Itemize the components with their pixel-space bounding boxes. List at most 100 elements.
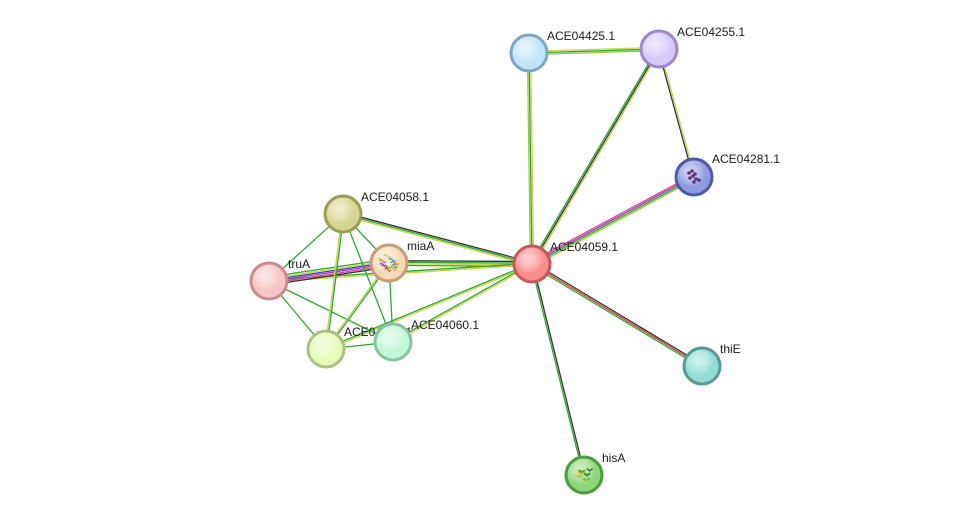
- node-border: [369, 243, 409, 283]
- edge-strand: [532, 177, 695, 266]
- edge-miaa-ace04059-1[interactable]: [388, 259, 533, 268]
- node-hisa[interactable]: hisA: [564, 451, 625, 495]
- edge-strand: [268, 261, 389, 281]
- node-label: ACE04281.1: [712, 152, 780, 166]
- edge-ace04425-1-ace04255-1[interactable]: [528, 46, 660, 56]
- edge-ace04057-1-ace04059-1[interactable]: [325, 262, 533, 351]
- structure-blob: [694, 177, 698, 181]
- edge-strand: [268, 258, 389, 278]
- structure-blob: [688, 176, 692, 180]
- structure-helix: [384, 267, 392, 272]
- edge-strand: [342, 214, 532, 267]
- edge-strand: [326, 264, 533, 351]
- protein-structure-icon: [574, 468, 594, 482]
- node-ace04255-1[interactable]: ACE04255.1: [639, 25, 745, 69]
- node-shine: [641, 31, 677, 67]
- edge-strand: [269, 263, 390, 283]
- edge-strand: [529, 49, 660, 56]
- node-label: truA: [288, 257, 310, 271]
- edge-strand: [325, 262, 532, 349]
- edge-ace04425-1-ace04059-1[interactable]: [526, 52, 535, 265]
- node-border: [249, 261, 289, 301]
- edge-strand: [530, 174, 694, 263]
- node-trua[interactable]: truA: [249, 257, 310, 301]
- structure-helix: [392, 261, 400, 266]
- node-miaa[interactable]: miaA: [369, 239, 434, 283]
- node-shine: [375, 324, 411, 360]
- edge-strand: [657, 49, 694, 178]
- edge-strand: [531, 263, 703, 367]
- edge-strand: [659, 48, 696, 177]
- node-shine: [511, 35, 547, 71]
- node-border: [323, 194, 363, 234]
- structure-strand: [574, 474, 581, 478]
- structure-strand: [583, 473, 591, 477]
- node-ace04425-1[interactable]: ACE04425.1: [509, 29, 615, 73]
- protein-structure-icon: [377, 254, 400, 272]
- edge-trua-miaa[interactable]: [268, 258, 390, 286]
- node-border: [306, 329, 346, 369]
- node-shine: [308, 331, 344, 367]
- edge-strand: [343, 211, 533, 264]
- edge-strand: [532, 263, 586, 475]
- protein-structure-icon: [687, 169, 701, 184]
- structure-blob: [691, 174, 695, 178]
- edge-strand: [526, 53, 532, 265]
- node-shine: [325, 196, 361, 232]
- node-border: [373, 322, 413, 362]
- node-label: miaA: [407, 239, 434, 253]
- node-border: [682, 346, 722, 386]
- structure-helix: [383, 254, 391, 259]
- structure-strand: [577, 471, 585, 475]
- edge-strand: [528, 52, 533, 265]
- structure-helix: [390, 264, 399, 269]
- edge-strand: [531, 48, 660, 265]
- edge-ace04281-1-ace04059-1[interactable]: [530, 174, 696, 267]
- edge-ace04059-1-hisa[interactable]: [530, 263, 586, 476]
- structure-strand: [577, 469, 585, 474]
- node-thie[interactable]: thiE: [682, 342, 741, 386]
- node-label: ACE04060.1: [411, 318, 479, 332]
- node-label: thiE: [720, 342, 741, 356]
- edge-strand: [392, 262, 532, 342]
- structure-helix: [389, 266, 397, 271]
- node-ace04060-1[interactable]: ACE04060.1: [373, 318, 479, 362]
- edge-strand: [326, 214, 345, 350]
- edge-strand: [530, 47, 659, 264]
- node-ace04281-1[interactable]: ACE04281.1: [674, 152, 780, 197]
- edge-strand: [389, 261, 533, 264]
- node-label: ACE04059.1: [550, 240, 618, 254]
- structure-blob: [690, 169, 694, 173]
- edge-strand: [528, 48, 660, 54]
- node-border: [564, 455, 604, 495]
- node-border: [512, 244, 552, 284]
- edge-strand: [269, 264, 390, 285]
- edge-ace04255-1-ace04281-1[interactable]: [657, 48, 696, 178]
- edge-strand: [530, 264, 584, 476]
- edge-strand: [532, 178, 696, 267]
- edge-ace04058-1-ace04059-1[interactable]: [342, 211, 533, 267]
- structure-blob: [697, 178, 701, 182]
- edge-strand: [530, 264, 702, 368]
- node-ace04059-1[interactable]: ACE04059.1: [512, 240, 618, 284]
- node-shine: [566, 457, 602, 493]
- edge-ace04255-1-ace04059-1[interactable]: [530, 47, 661, 266]
- edge-strand: [532, 262, 704, 366]
- node-shine: [371, 245, 407, 281]
- edge-strand: [528, 46, 659, 53]
- edge-ace04058-1-ace04057-1[interactable]: [324, 213, 345, 350]
- node-label: ACE04058.1: [361, 190, 429, 204]
- edge-ace04060-1-ace04059-1[interactable]: [392, 262, 533, 344]
- node-ace04058-1[interactable]: ACE04058.1: [323, 190, 429, 234]
- node-shine: [251, 263, 287, 299]
- edge-strand: [532, 49, 661, 266]
- edge-strand: [531, 175, 694, 264]
- node-shine: [514, 246, 550, 282]
- node-border: [509, 33, 549, 73]
- node-shine: [684, 348, 720, 384]
- structure-helix: [377, 257, 385, 262]
- structure-blob: [692, 180, 696, 184]
- edge-ace04058-1-ace04060-1[interactable]: [342, 213, 394, 343]
- edge-ace04059-1-thie[interactable]: [530, 262, 704, 368]
